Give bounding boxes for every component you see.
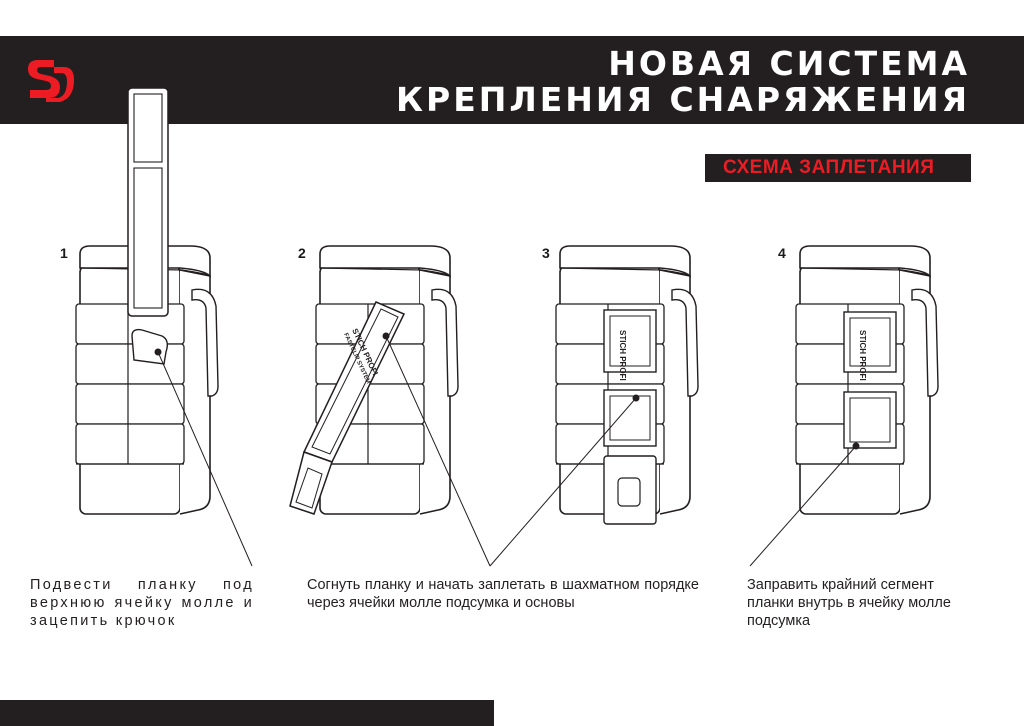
page-title: НОВАЯ СИСТЕМА КРЕПЛЕНИЯ СНАРЯЖЕНИЯ xyxy=(396,46,970,118)
step-1-number: 1 xyxy=(60,245,68,261)
page-title-line2: КРЕПЛЕНИЯ СНАРЯЖЕНИЯ xyxy=(396,80,970,119)
step-4-pouch: STICH PROFI xyxy=(749,245,939,567)
step-2-number: 2 xyxy=(298,245,306,261)
svg-text:STICH PROFI: STICH PROFI xyxy=(858,330,867,381)
footer-bar xyxy=(0,700,494,726)
brand-logo xyxy=(28,60,74,102)
svg-text:STICH PROFI: STICH PROFI xyxy=(618,330,627,381)
step-3-pouch: STICH PROFI xyxy=(489,245,699,567)
step-4-caption: Заправить крайний сегмент планки внутрь … xyxy=(747,577,951,629)
page-title-line1: НОВАЯ СИСТЕМА xyxy=(608,44,970,83)
step-4-number: 4 xyxy=(778,245,786,261)
section-badge-label: СХЕМА ЗАПЛЕТАНИЯ xyxy=(723,157,935,178)
step-1-pouch xyxy=(75,87,253,567)
section-badge: СХЕМА ЗАПЛЕТАНИЯ xyxy=(705,154,971,182)
step-2-pouch: STICH PROFI FASTCLIP SYSTEM xyxy=(289,245,491,567)
step-3-number: 3 xyxy=(542,245,550,261)
step-1-caption: Подвести планку под верхнюю ячейку молле… xyxy=(30,577,254,629)
header-band: НОВАЯ СИСТЕМА КРЕПЛЕНИЯ СНАРЯЖЕНИЯ xyxy=(0,36,1024,124)
step-2-caption: Согнуть планку и начать заплетать в шахм… xyxy=(307,577,699,611)
